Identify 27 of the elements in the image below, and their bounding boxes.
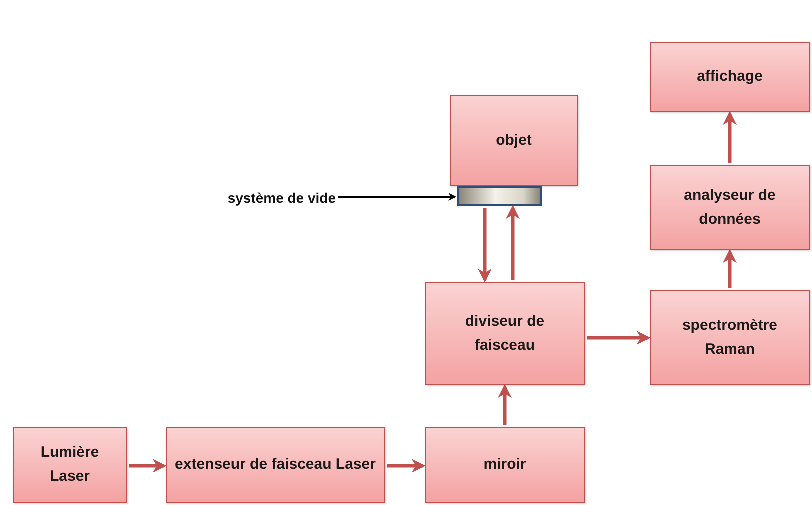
process-box <box>13 427 127 503</box>
node-label: spectromètre Raman <box>681 316 779 360</box>
arrow <box>129 459 167 473</box>
arrow <box>387 459 426 473</box>
process-box <box>650 165 810 250</box>
process-box <box>650 290 810 385</box>
arrow <box>723 249 737 288</box>
node-label: objet <box>496 130 532 150</box>
node-label: extenseur de faisceau Laser <box>175 455 376 475</box>
process-box <box>450 95 578 186</box>
node-label: affichage <box>697 67 763 87</box>
process-box <box>650 42 810 112</box>
arrow <box>478 208 492 283</box>
process-box <box>425 282 585 385</box>
arrow <box>723 111 737 163</box>
gradient-bar <box>457 186 542 206</box>
node-label: analyseur de données <box>683 186 777 230</box>
arrow <box>338 193 457 201</box>
node-label: Lumière Laser <box>40 443 100 487</box>
node-label: diviseur de faisceau <box>464 312 546 356</box>
node-label: miroir <box>484 455 526 475</box>
arrow <box>506 205 520 280</box>
process-box <box>166 427 385 503</box>
process-box <box>425 427 585 503</box>
callout-text: système de vide <box>228 190 336 206</box>
arrow <box>587 331 651 345</box>
arrow <box>498 384 512 425</box>
